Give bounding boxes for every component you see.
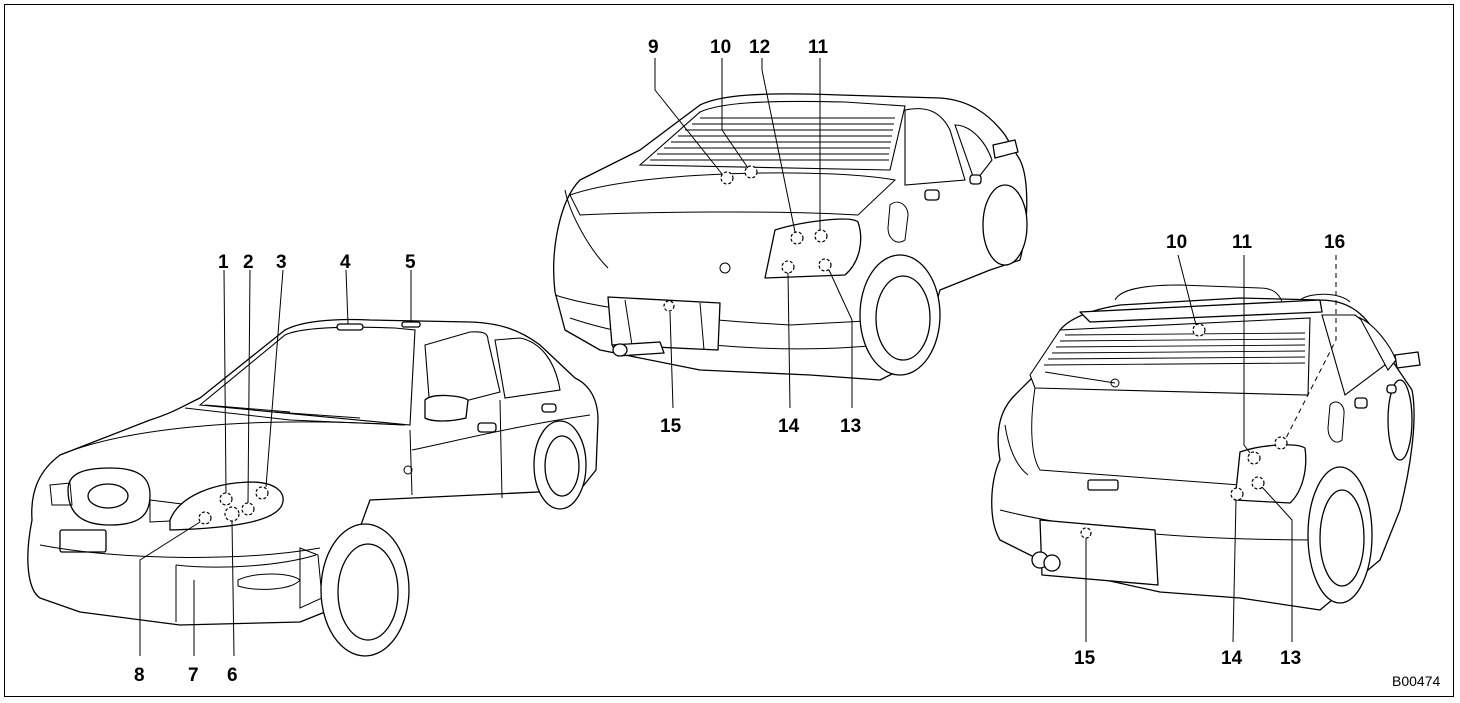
callout-14-wagon: 14	[1221, 648, 1243, 669]
callout-10-sedan: 10	[710, 37, 731, 58]
callout-9: 9	[648, 37, 659, 58]
callout-15-sedan: 15	[660, 416, 682, 437]
rear-wagon-view	[991, 254, 1421, 643]
front-sedan-view	[27, 269, 599, 657]
callout-11-sedan: 11	[808, 37, 829, 58]
callout-16: 16	[1324, 232, 1345, 253]
callout-3: 3	[276, 252, 287, 273]
callout-2: 2	[243, 252, 254, 273]
rear-window-defroster-lines	[650, 117, 895, 161]
callout-7: 7	[188, 665, 199, 686]
callout-8: 8	[134, 665, 145, 686]
callout-12: 12	[749, 37, 770, 58]
callout-15-wagon: 15	[1074, 648, 1096, 669]
callout-4: 4	[340, 252, 351, 273]
callout-5: 5	[405, 252, 416, 273]
figure-id: B00474	[1392, 673, 1440, 689]
callout-11-wagon: 11	[1232, 232, 1253, 253]
callout-6: 6	[227, 665, 238, 686]
callout-13-wagon: 13	[1280, 648, 1301, 669]
callout-1: 1	[218, 252, 229, 273]
callout-13-sedan: 13	[840, 416, 861, 437]
wagon-rear-defroster-lines	[1043, 332, 1306, 366]
rear-sedan-view	[553, 58, 1028, 409]
callout-10-wagon: 10	[1166, 232, 1187, 253]
callout-14-sedan: 14	[778, 416, 800, 437]
